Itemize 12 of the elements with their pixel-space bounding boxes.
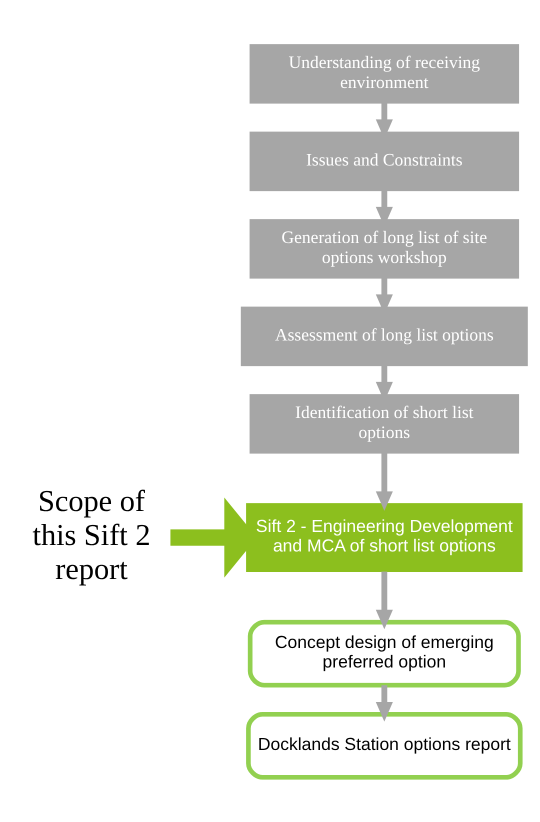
node-box: Docklands Station options report (246, 712, 523, 780)
node-box: Assessment of long list options (240, 306, 528, 366)
arrow (376, 685, 393, 722)
arrow (376, 572, 393, 630)
node-text: Scope of this Sift 2 report (32, 484, 150, 586)
arrow (376, 453, 393, 511)
node-box: Issues and Constraints (250, 132, 520, 192)
node-box: Concept design of emerging preferred option (248, 620, 521, 688)
node-box: Generation of long list of site options workshop (250, 219, 520, 279)
node-box: Understanding of receiving environment (250, 44, 520, 104)
node-box: Identification of short list options (250, 394, 520, 454)
node-box: Sift 2 - Engineering Development and MCA of short list options (246, 503, 523, 572)
